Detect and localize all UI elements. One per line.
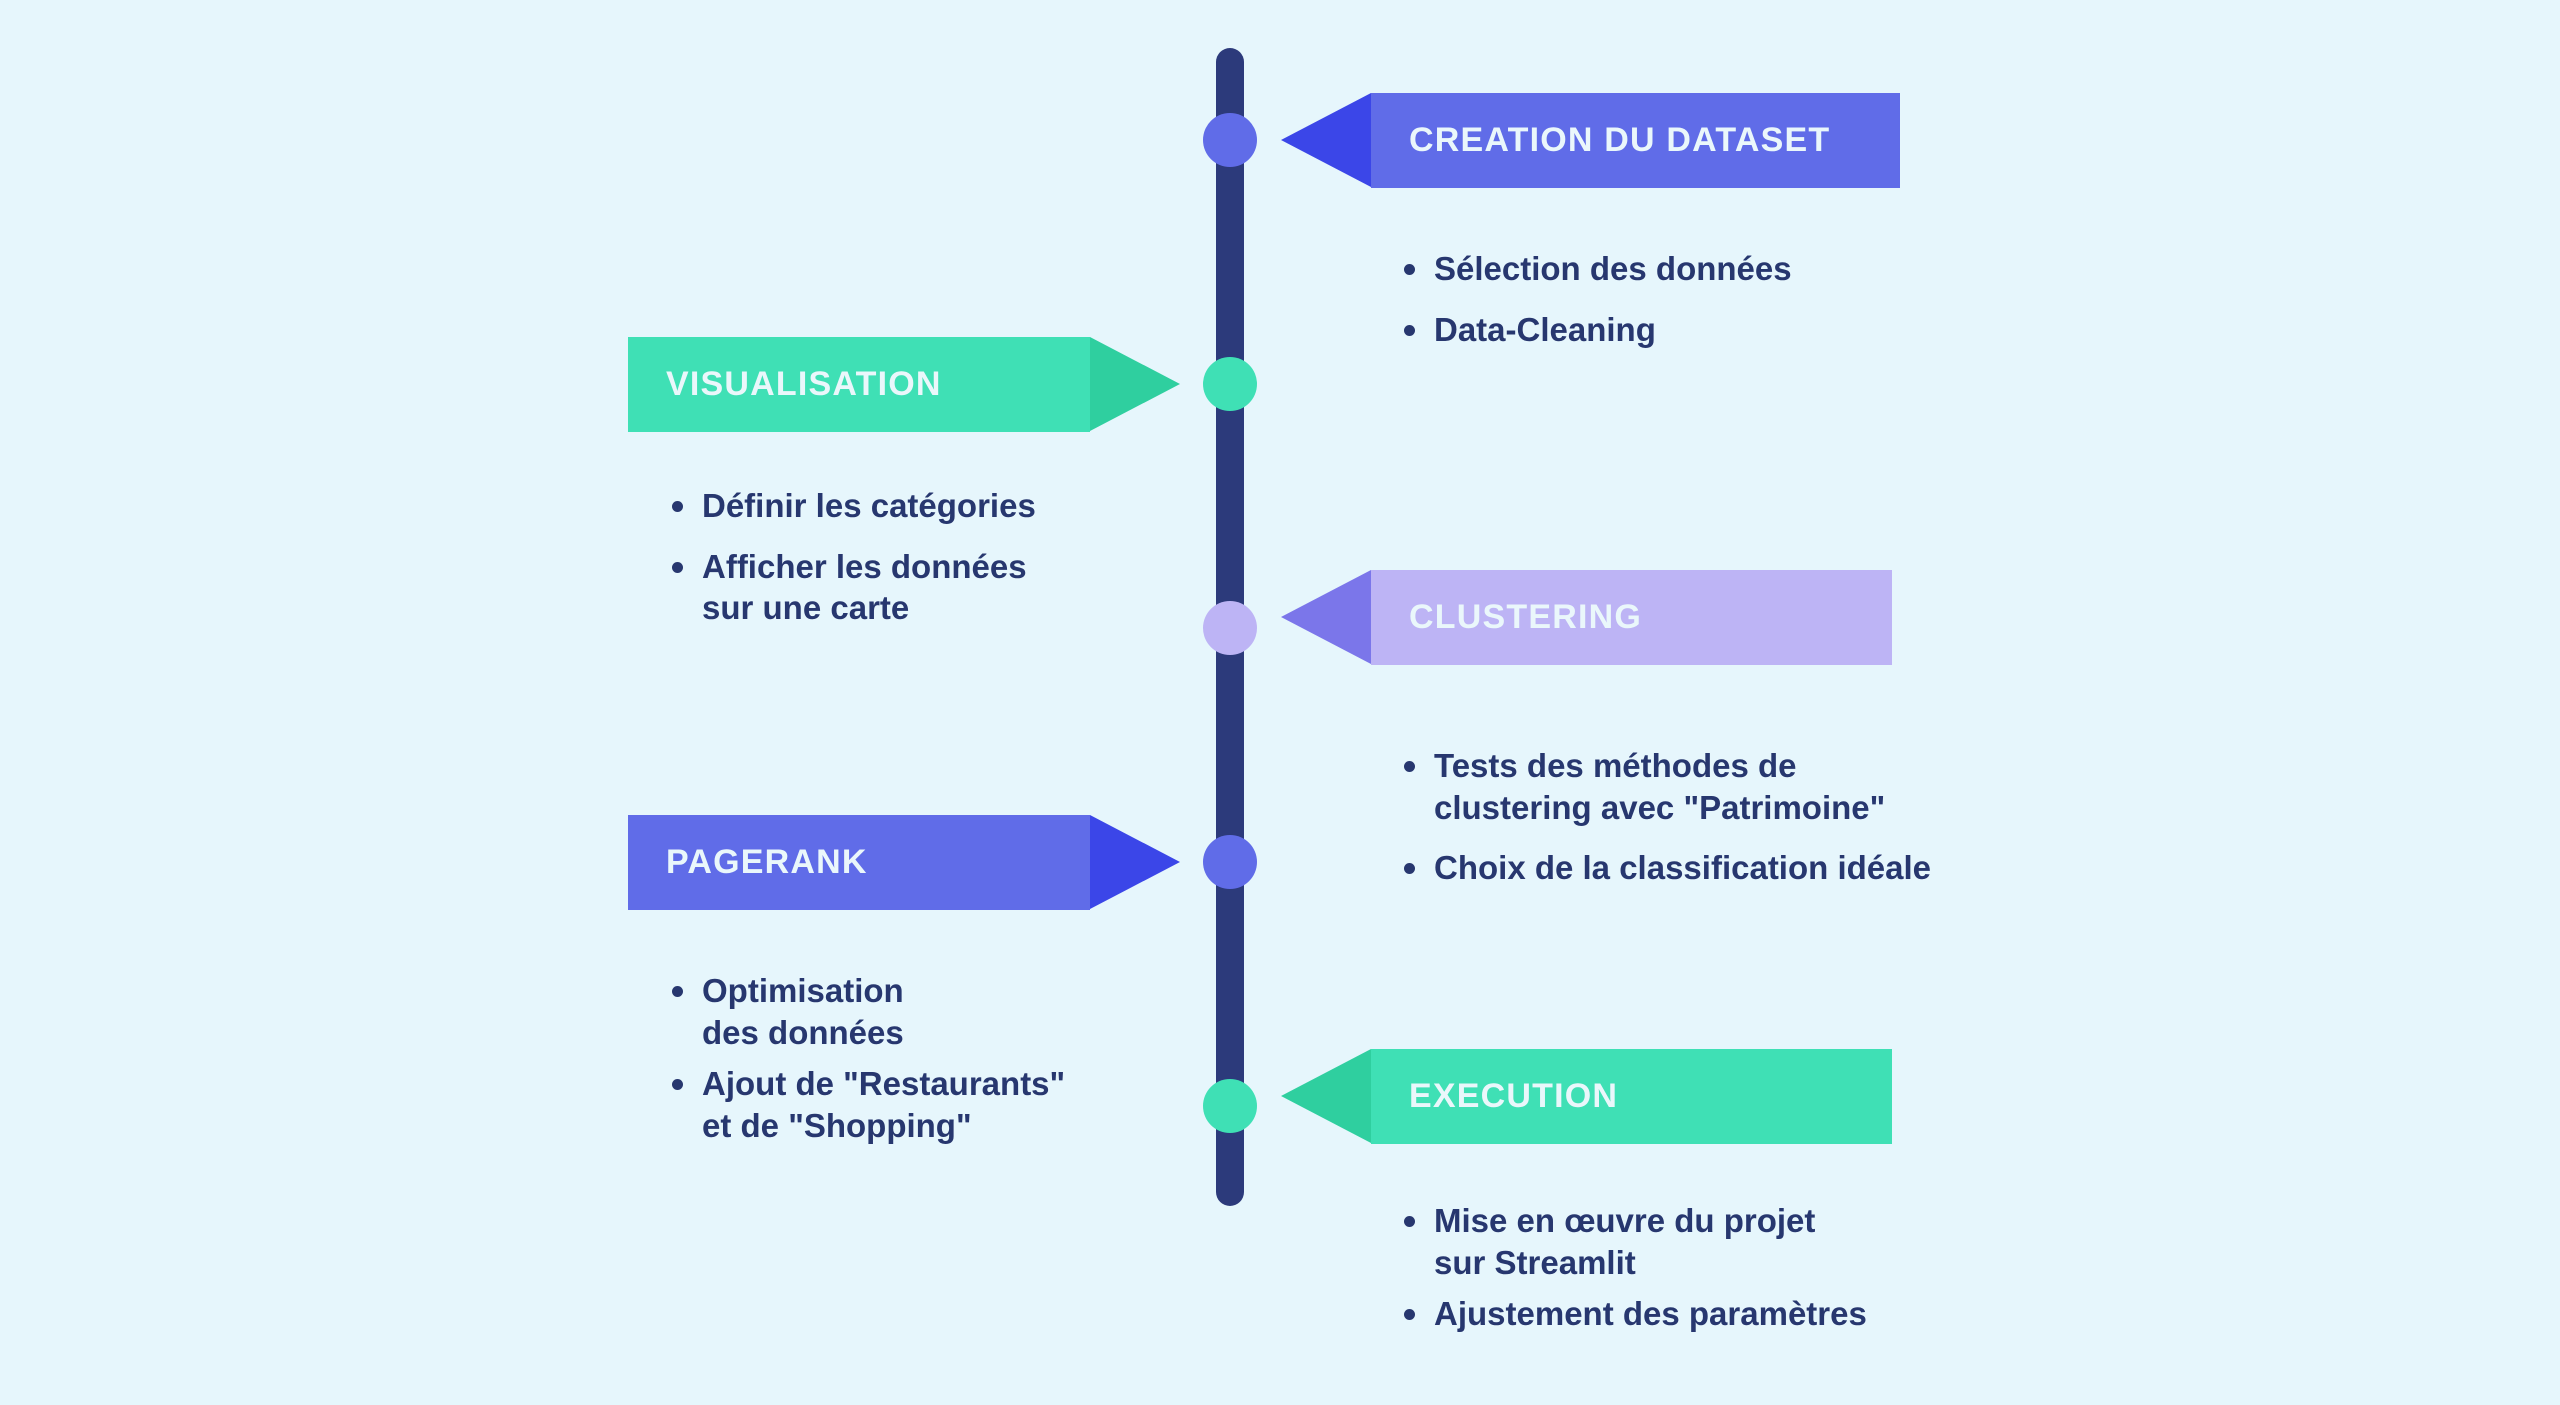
list-item: Afficher les données sur une carte [672, 546, 1292, 629]
banner-body: CREATION DU DATASET [1371, 93, 1900, 188]
timeline-node-creation-du-dataset [1203, 113, 1257, 167]
banner-body: VISUALISATION [628, 337, 1090, 432]
list-item: Sélection des données [1404, 248, 2164, 290]
list-item: Définir les catégories [672, 485, 1292, 527]
list-item: Optimisation des données [672, 970, 1292, 1053]
arrow-head-icon [1090, 337, 1180, 431]
banner-clustering[interactable]: CLUSTERING [1281, 570, 1892, 665]
list-item: Mise en œuvre du projet sur Streamlit [1404, 1200, 2164, 1283]
bullets-execution: Mise en œuvre du projet sur Streamlit Aj… [1404, 1200, 2164, 1345]
banner-label: CLUSTERING [1409, 598, 1642, 636]
banner-label: VISUALISATION [666, 365, 942, 403]
banner-label: EXECUTION [1409, 1077, 1619, 1115]
banner-creation-du-dataset[interactable]: CREATION DU DATASET [1281, 93, 1900, 188]
list-item: Data-Cleaning [1404, 309, 2164, 351]
banner-pagerank[interactable]: PAGERANK [628, 815, 1180, 910]
banner-body: CLUSTERING [1371, 570, 1892, 665]
banner-body: EXECUTION [1371, 1049, 1892, 1144]
bullets-visualisation: Définir les catégories Afficher les donn… [672, 485, 1292, 629]
banner-label: CREATION DU DATASET [1409, 121, 1831, 159]
banner-label: PAGERANK [666, 843, 868, 881]
banner-body: PAGERANK [628, 815, 1090, 910]
arrow-head-icon [1090, 815, 1180, 909]
bullets-creation-du-dataset: Sélection des données Data-Cleaning [1404, 248, 2164, 350]
banner-execution[interactable]: EXECUTION [1281, 1049, 1892, 1144]
arrow-head-icon [1281, 570, 1371, 664]
list-item: Ajout de "Restaurants" et de "Shopping" [672, 1063, 1292, 1146]
bullets-clustering: Tests des méthodes de clustering avec "P… [1404, 745, 2164, 889]
arrow-head-icon [1281, 1049, 1371, 1143]
bullets-pagerank: Optimisation des données Ajout de "Resta… [672, 970, 1292, 1156]
list-item: Choix de la classification idéale [1404, 847, 2164, 889]
timeline-node-visualisation [1203, 357, 1257, 411]
arrow-head-icon [1281, 93, 1371, 187]
timeline-node-clustering [1203, 601, 1257, 655]
list-item: Ajustement des paramètres [1404, 1293, 2164, 1335]
timeline-node-execution [1203, 1079, 1257, 1133]
timeline-node-pagerank [1203, 835, 1257, 889]
list-item: Tests des méthodes de clustering avec "P… [1404, 745, 2164, 828]
banner-visualisation[interactable]: VISUALISATION [628, 337, 1180, 432]
